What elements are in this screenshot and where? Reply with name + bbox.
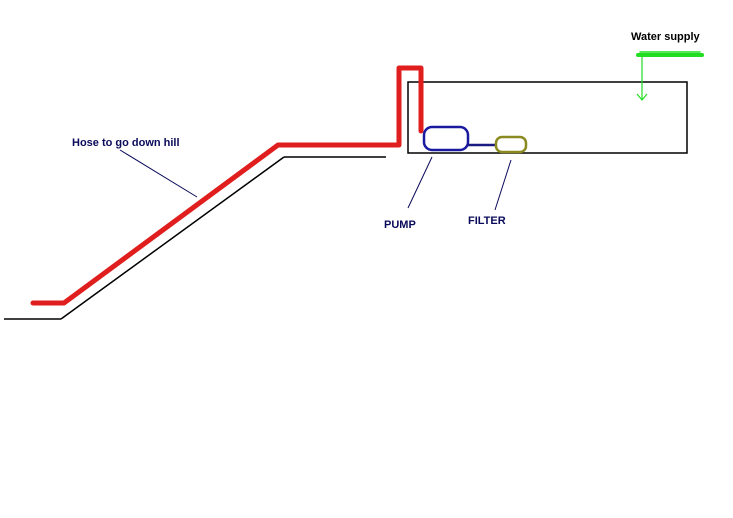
hose-pointer-line [119,149,198,198]
filter [494,135,528,154]
tank [407,81,688,154]
pump-label: PUMP [384,219,416,231]
filter-pointer-line [494,159,512,211]
water-supply-label: Water supply [631,31,701,43]
water-supply-arrow-head [636,93,648,101]
hose-label: Hose to go down hill [72,137,180,149]
pump [422,125,470,152]
hose [30,65,424,306]
ground-slope [60,156,285,320]
pump-pointer-line [407,156,433,209]
filter-label: FILTER [468,215,506,227]
